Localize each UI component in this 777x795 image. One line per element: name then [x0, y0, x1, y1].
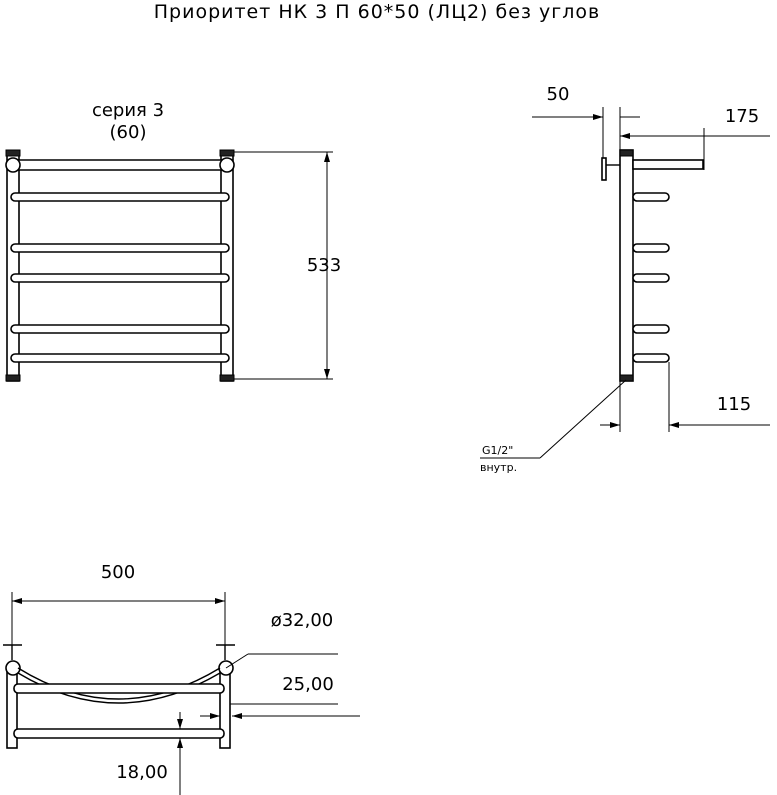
offset-dimension-label: 50	[547, 84, 570, 105]
front-view: серия 3 (60) 533	[5, 100, 341, 382]
shelf-dimension-label: 115	[717, 394, 751, 415]
diameter-leader-line	[225, 653, 249, 669]
side-collector-top-cap	[619, 149, 634, 157]
depth-dimension-label: 175	[725, 106, 759, 127]
side-collector	[619, 149, 634, 382]
thread-size-label: G1/2"	[482, 444, 513, 457]
diameter-dimension-label: ø32,00	[271, 610, 334, 631]
rung	[10, 273, 230, 283]
thread-type-label: внутр.	[480, 461, 517, 474]
rung-stub	[632, 273, 670, 283]
height-dimension-label: 533	[307, 255, 341, 276]
top-arc	[17, 667, 221, 700]
top-rail	[11, 159, 229, 171]
left-fitting-top-view	[5, 660, 21, 676]
bar-dimension-label: 18,00	[116, 762, 168, 783]
right-collector-top-cap	[219, 149, 235, 157]
width-dimension-label: 500	[101, 562, 135, 583]
wall-bracket	[601, 157, 607, 181]
left-collector-bottom-cap	[5, 374, 21, 382]
left-fitting	[5, 157, 21, 173]
rung	[10, 243, 230, 253]
drawing-title: Приоритет НК 3 П 60*50 (ЛЦ2) без углов	[154, 1, 601, 23]
rung	[10, 324, 230, 334]
series-label: серия 3	[92, 100, 164, 121]
right-collector	[220, 151, 234, 382]
right-collector-bottom-cap	[219, 374, 235, 382]
top-view: 500 ø32,00 25,00 18,00	[3, 562, 360, 795]
pipe-dimension-label: 25,00	[282, 674, 334, 695]
left-collector	[6, 151, 20, 382]
upper-bar-top-view	[13, 683, 225, 694]
rung-stub	[632, 353, 670, 363]
side-view: 50 175 115 G1/2" внутр.	[480, 84, 770, 474]
series-size-label: (60)	[110, 122, 147, 143]
rung-stub	[632, 324, 670, 334]
lower-bar-top-view	[13, 728, 225, 739]
rung-stub	[632, 243, 670, 253]
rung	[10, 192, 230, 202]
thread-leader-line	[539, 379, 627, 459]
right-fitting	[219, 157, 235, 173]
rung-stub	[632, 192, 670, 202]
left-collector-top-cap	[5, 149, 21, 157]
side-collector-bottom-cap	[619, 374, 634, 382]
rung	[10, 353, 230, 363]
top-shelf-rail	[632, 159, 704, 170]
